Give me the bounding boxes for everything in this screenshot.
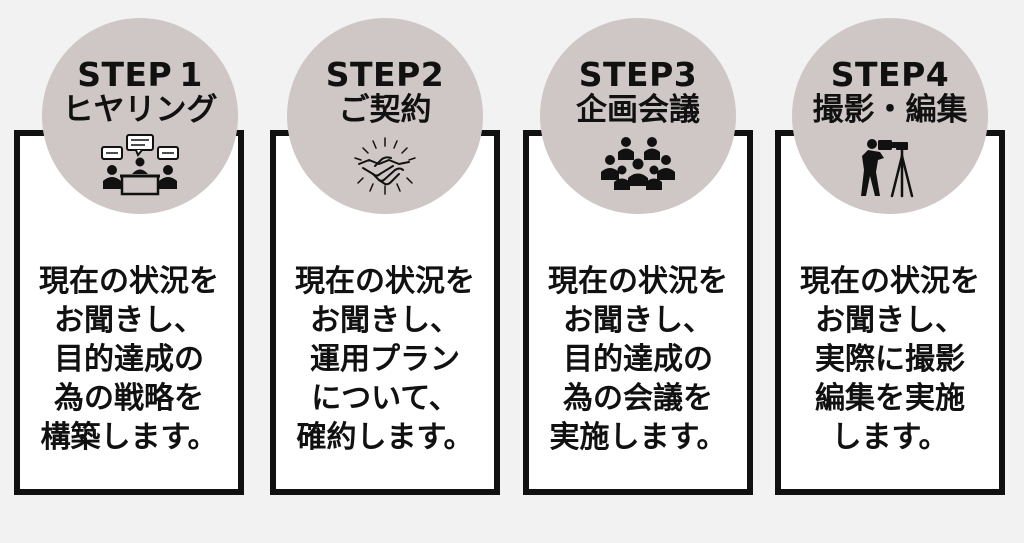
description-line: 構築します。 [40, 420, 218, 455]
step-1: STEP 1 ヒヤリング 現在の状況を [14, 0, 264, 543]
description-line: 為の会議を [563, 381, 713, 416]
step-header-circle: STEP4 撮影・編集 [792, 18, 988, 214]
step-description: 現在の状況を お聞きし、 実際に撮影 編集を実施 します。 [773, 262, 1007, 457]
description-line: 実施します。 [549, 420, 727, 455]
step-description: 現在の状況を お聞きし、 運用プラン について、 確約します。 [268, 262, 502, 457]
meeting-chat-icon [101, 134, 179, 196]
step-header-circle: STEP3 企画会議 [540, 18, 736, 214]
step-title: ご契約 [338, 92, 432, 128]
step-header-circle: STEP2 ご契約 [287, 18, 483, 214]
step-4: STEP4 撮影・編集 現在の状況を お聞きし、 [775, 0, 1024, 543]
step-2: STEP2 ご契約 [270, 0, 520, 543]
description-line: 現在の状況を [800, 264, 980, 299]
description-line: について、 [311, 381, 459, 416]
description-line: 現在の状況を [548, 264, 728, 299]
description-line: 目的達成の [54, 342, 204, 377]
description-line: します。 [831, 420, 949, 455]
step-title: ヒヤリング [62, 92, 218, 128]
description-line: お聞きし、 [310, 303, 460, 338]
step-label: STEP4 [830, 55, 950, 94]
step-description: 現在の状況を お聞きし、 目的達成の 為の戦略を 構築します。 [12, 262, 246, 457]
description-line: 確約します。 [296, 420, 474, 455]
description-line: 運用プラン [310, 342, 460, 377]
step-label: STEP2 [325, 55, 445, 94]
description-line: 現在の状況を [39, 264, 219, 299]
step-title: 撮影・編集 [812, 92, 968, 128]
description-line: 為の戦略を [54, 381, 204, 416]
step-title: 企画会議 [576, 92, 700, 128]
description-line: 現在の状況を [295, 264, 475, 299]
group-meeting-icon [601, 137, 675, 190]
description-line: 目的達成の [563, 342, 713, 377]
step-header-circle: STEP 1 ヒヤリング [42, 18, 238, 214]
description-line: お聞きし、 [54, 303, 204, 338]
description-line: 実際に撮影 [815, 342, 965, 377]
step-label: STEP 1 [77, 55, 203, 94]
step-description: 現在の状況を お聞きし、 目的達成の 為の会議を 実施します。 [521, 262, 755, 457]
description-line: お聞きし、 [815, 303, 965, 338]
handshake-icon [354, 137, 416, 195]
photographer-tripod-icon [861, 139, 914, 198]
description-line: 編集を実施 [815, 381, 965, 416]
description-line: お聞きし、 [563, 303, 713, 338]
step-3: STEP3 企画会議 [523, 0, 773, 543]
step-label: STEP3 [578, 55, 698, 94]
